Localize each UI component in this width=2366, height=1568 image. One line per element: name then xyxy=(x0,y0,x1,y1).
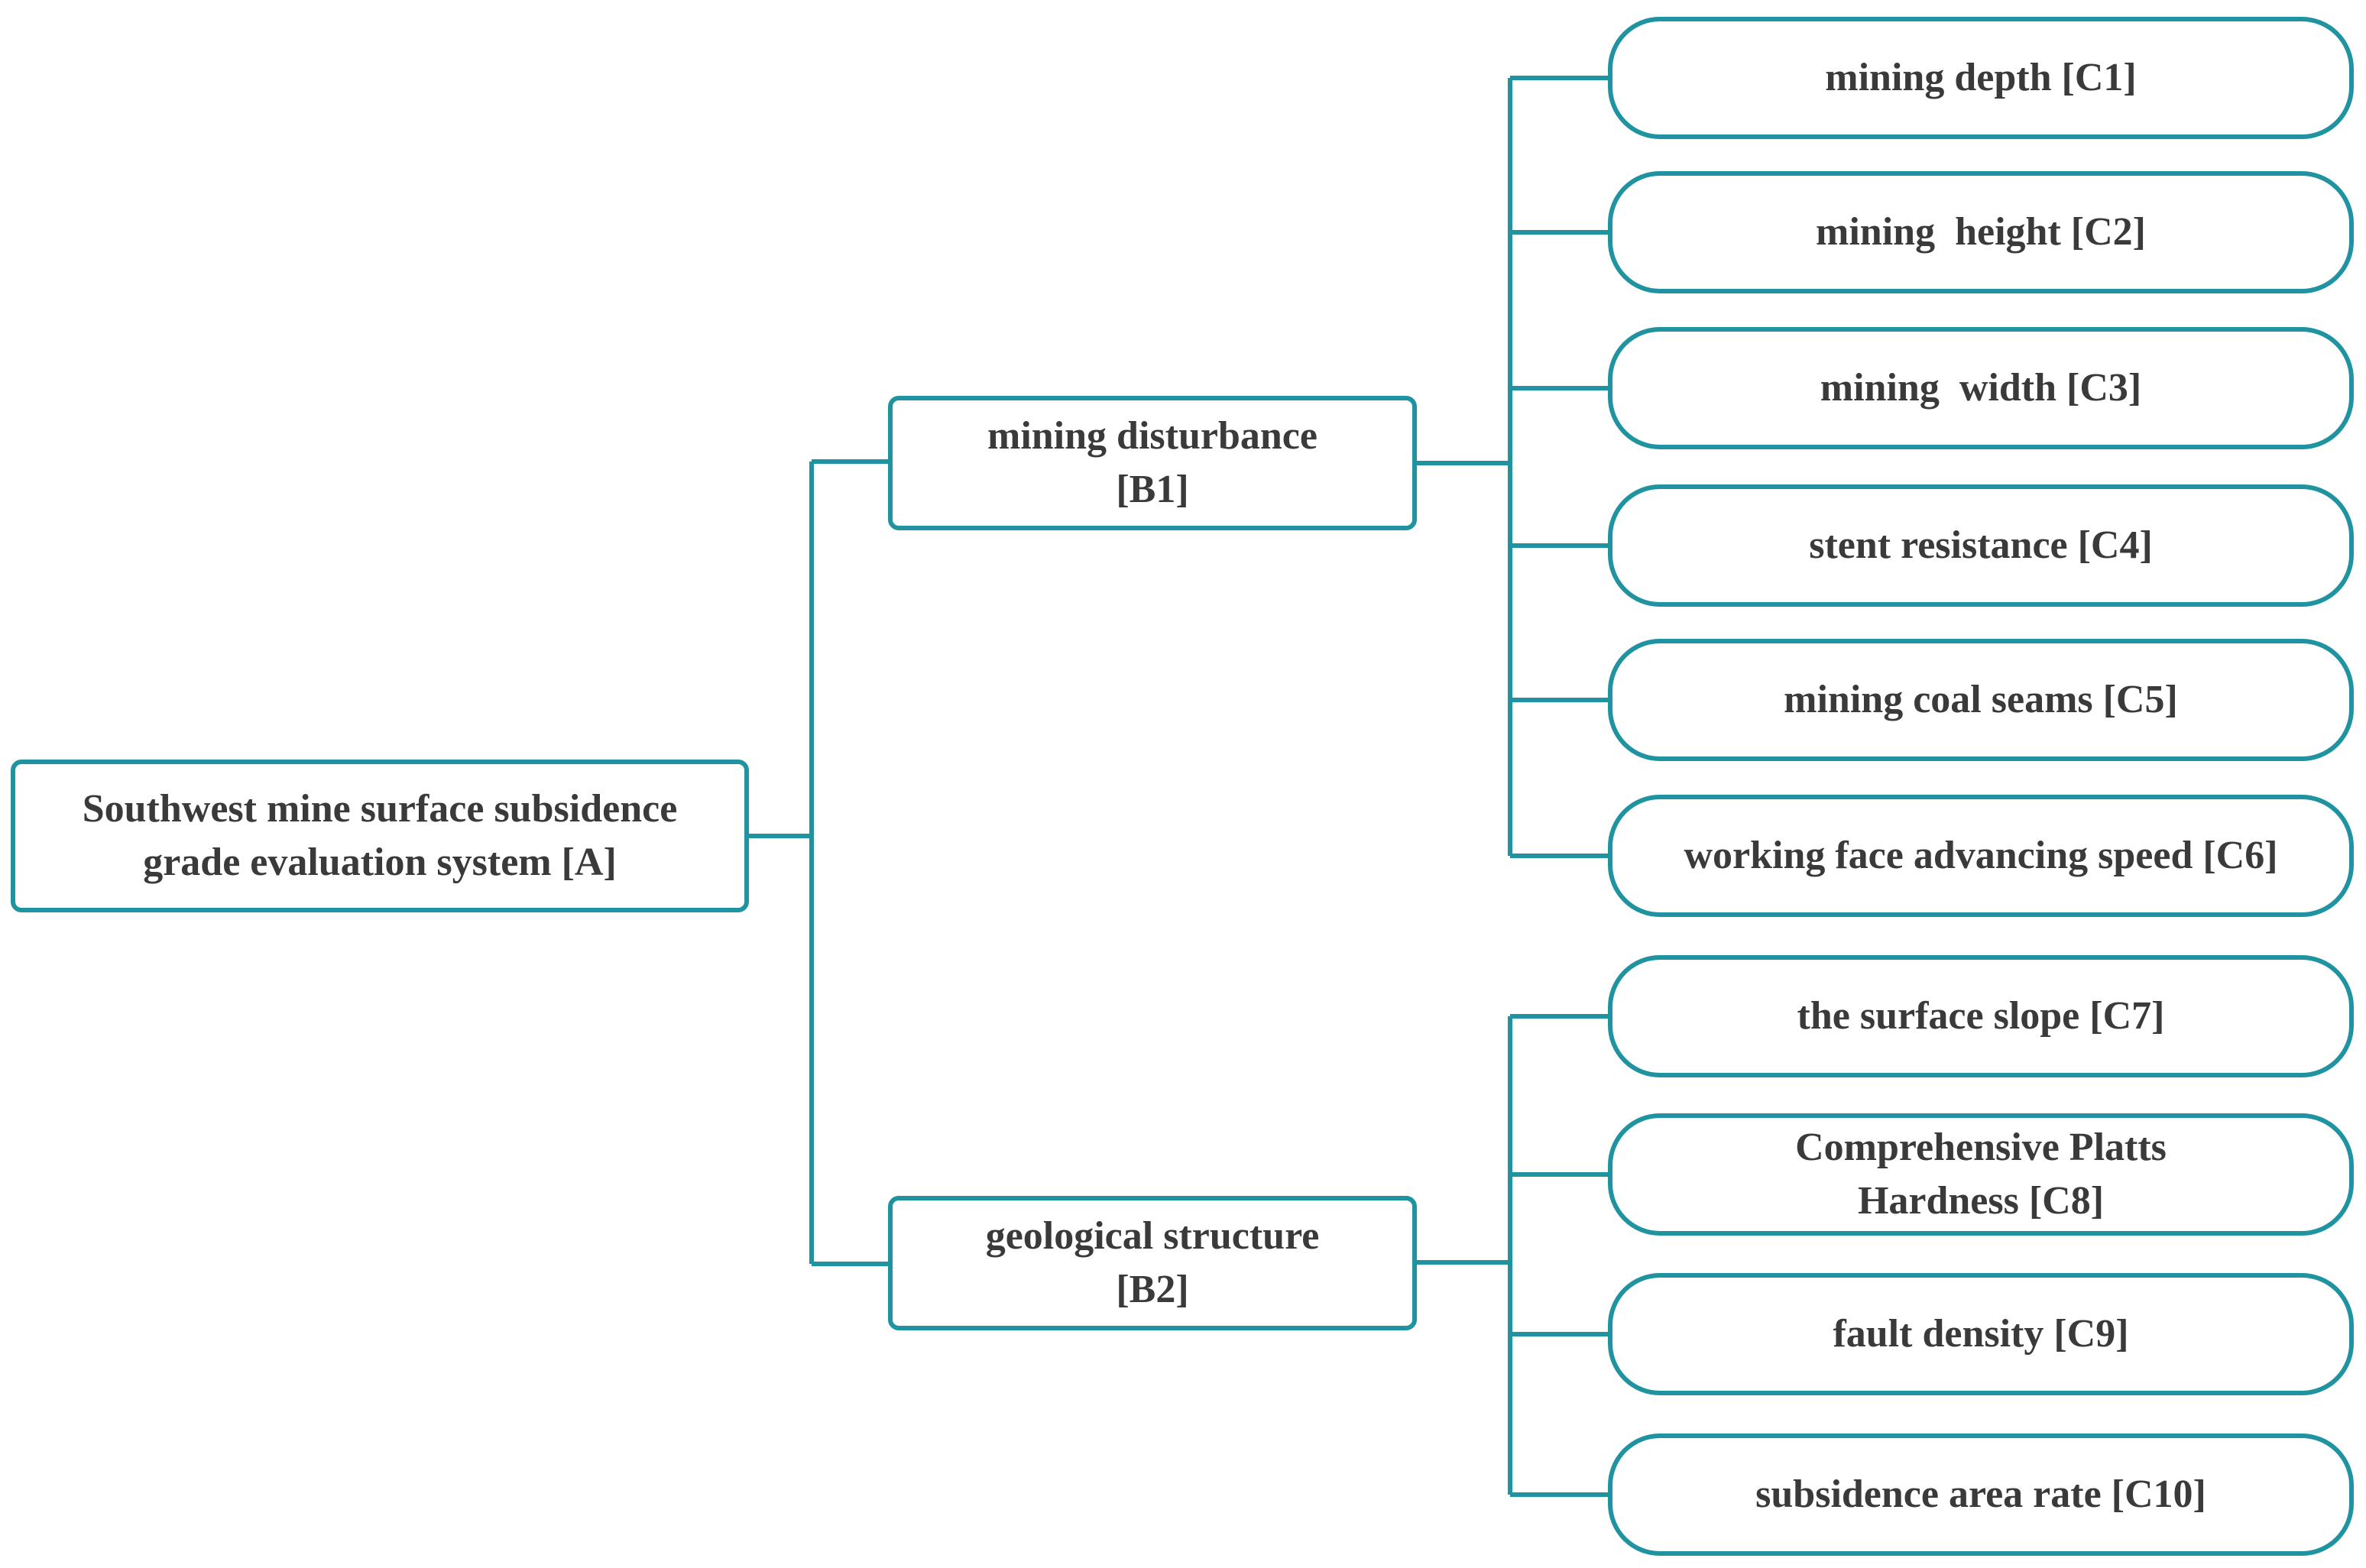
indicator-label-c8: Comprehensive Platts Hardness [C8] xyxy=(1795,1126,2167,1223)
b1-connector xyxy=(1417,76,1608,858)
indicator-node-c6: working face advancing speed [C6] xyxy=(1608,795,2354,917)
root-node-label: Southwest mine surface subsidence grade … xyxy=(82,787,678,884)
indicator-node-c5: mining coal seams [C5] xyxy=(1608,639,2354,761)
indicator-node-c1: mining depth [C1] xyxy=(1608,17,2354,139)
b2-connector xyxy=(1417,1014,1608,1497)
indicator-label-c3: mining width [C3] xyxy=(1820,366,2142,410)
indicator-node-c9: fault density [C9] xyxy=(1608,1273,2354,1395)
indicator-label-c1: mining depth [C1] xyxy=(1825,56,2137,99)
indicator-node-c7: the surface slope [C7] xyxy=(1608,955,2354,1077)
indicator-node-c4: stent resistance [C4] xyxy=(1608,484,2354,607)
criterion-label-b2: geological structure [B2] xyxy=(985,1214,1320,1311)
indicator-label-c9: fault density [C9] xyxy=(1833,1312,2129,1356)
criterion-label-b1: mining disturbance [B1] xyxy=(987,414,1318,511)
indicator-node-c3: mining width [C3] xyxy=(1608,327,2354,449)
indicator-node-c10: subsidence area rate [C10] xyxy=(1608,1434,2354,1556)
indicator-label-c2: mining height [C2] xyxy=(1816,210,2146,254)
indicator-label-c5: mining coal seams [C5] xyxy=(1784,678,2178,721)
indicator-label-c6: working face advancing speed [C6] xyxy=(1684,834,2278,877)
root-node: Southwest mine surface subsidence grade … xyxy=(11,760,749,912)
indicator-label-c10: subsidence area rate [C10] xyxy=(1755,1472,2206,1516)
indicator-label-c4: stent resistance [C4] xyxy=(1809,523,2153,567)
indicator-node-c8: Comprehensive Platts Hardness [C8] xyxy=(1608,1113,2354,1236)
indicator-label-c7: the surface slope [C7] xyxy=(1797,994,2165,1038)
root-connector xyxy=(749,459,888,1266)
indicator-node-c2: mining height [C2] xyxy=(1608,171,2354,293)
criterion-node-b2: geological structure [B2] xyxy=(888,1196,1417,1330)
criterion-node-b1: mining disturbance [B1] xyxy=(888,396,1417,530)
